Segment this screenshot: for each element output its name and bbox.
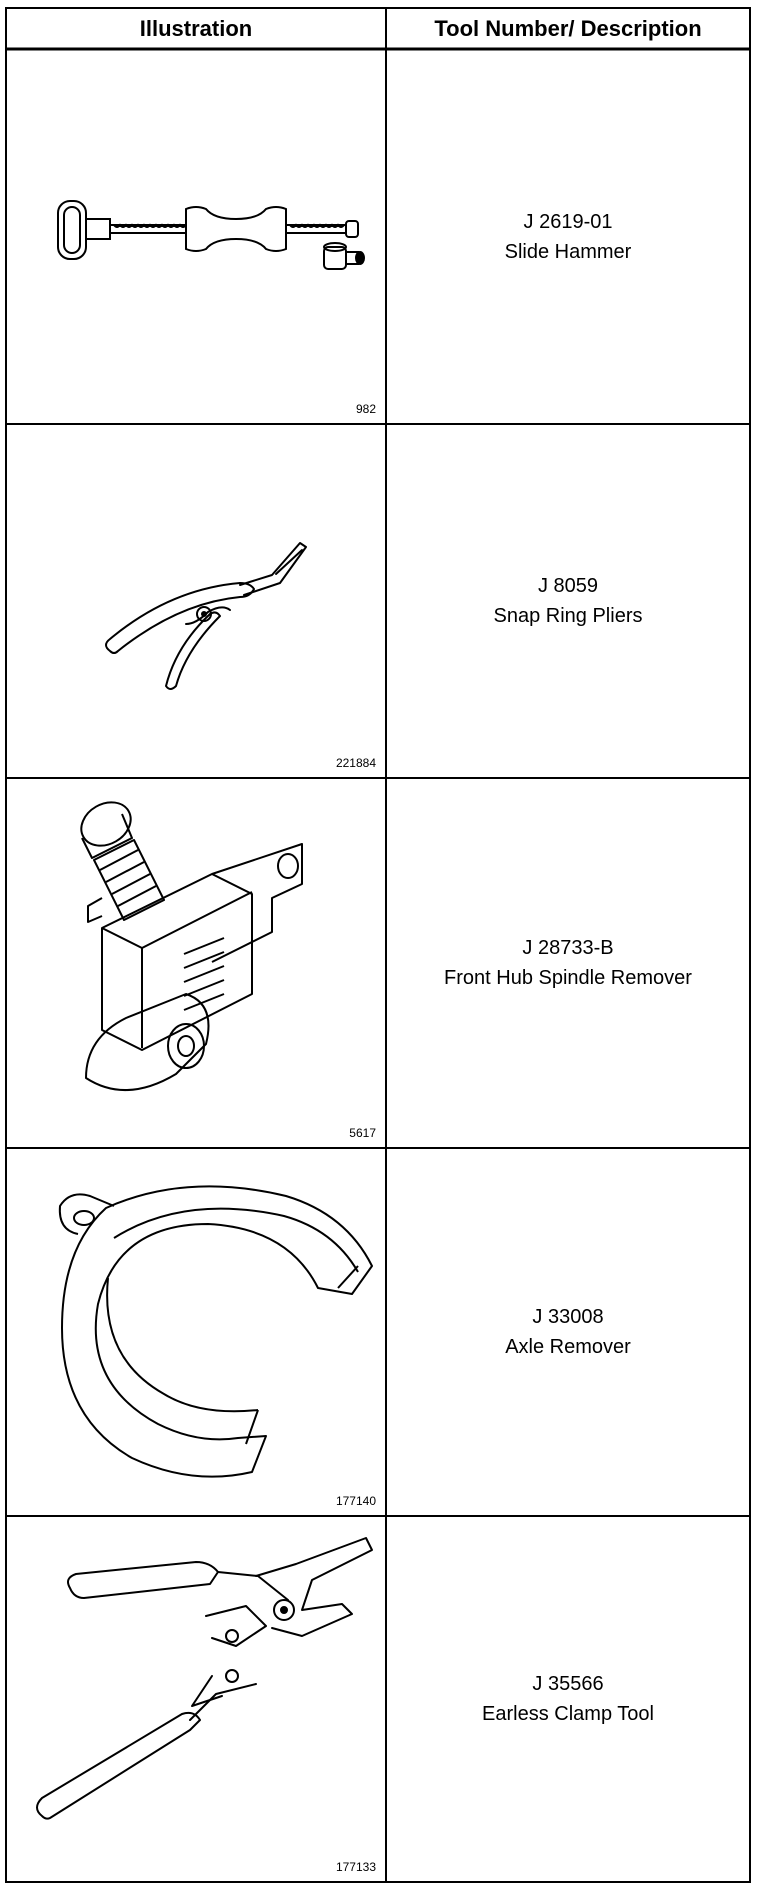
tool-description: Axle Remover [505, 1336, 631, 1358]
figure-number: 177140 [335, 1494, 376, 1508]
tool-description: Front Hub Spindle Remover [444, 967, 692, 989]
tool-number: J 35566 [532, 1673, 604, 1695]
description-cell: J 33008 Axle Remover [386, 1148, 750, 1516]
header-illustration: Illustration [139, 15, 253, 41]
description-cell: J 35566 Earless Clamp Tool [386, 1516, 750, 1882]
illustration-cell: 177140 [6, 1148, 386, 1516]
slide-hammer-icon [57, 200, 365, 270]
snap-ring-pliers-icon [105, 542, 307, 690]
description-cell: J 2619-01 Slide Hammer [386, 49, 750, 424]
axle-remover-icon [58, 1185, 373, 1478]
spindle-remover-icon [80, 801, 303, 1092]
tool-description: Slide Hammer [504, 240, 632, 263]
figure-number: 221884 [335, 756, 376, 770]
figure-number: 5617 [349, 1126, 376, 1140]
figure-number: 177133 [335, 1860, 376, 1874]
header-tool-number-description: Tool Number/ Description [434, 15, 702, 41]
description-cell: J 8059 Snap Ring Pliers [386, 424, 750, 778]
table-row: 982 J 2619-01 Slide Hammer [0, 49, 768, 424]
tool-number: J 8059 [537, 575, 599, 597]
tool-number: J 2619-01 [523, 210, 613, 233]
earless-clamp-tool-icon [36, 1537, 373, 1820]
tool-number: J 33008 [532, 1306, 604, 1328]
illustration-cell: 221884 [6, 424, 386, 778]
description-cell: J 28733-B Front Hub Spindle Remover [386, 778, 750, 1148]
table-row: 177140 J 33008 Axle Remover [0, 1148, 768, 1516]
tool-description: Snap Ring Pliers [493, 605, 643, 627]
table-row: 177133 J 35566 Earless Clamp Tool [0, 1516, 768, 1882]
tool-description: Earless Clamp Tool [482, 1703, 654, 1725]
illustration-cell: 177133 [6, 1516, 386, 1882]
illustration-cell: 5617 [6, 778, 386, 1148]
tool-number: J 28733-B [522, 937, 614, 959]
figure-number: 982 [355, 402, 376, 416]
table-row: 221884 J 8059 Snap Ring Pliers [0, 424, 768, 778]
illustration-cell: 982 [6, 49, 386, 424]
table-row: 5617 J 28733-B Front Hub Spindle Remover [0, 778, 768, 1148]
